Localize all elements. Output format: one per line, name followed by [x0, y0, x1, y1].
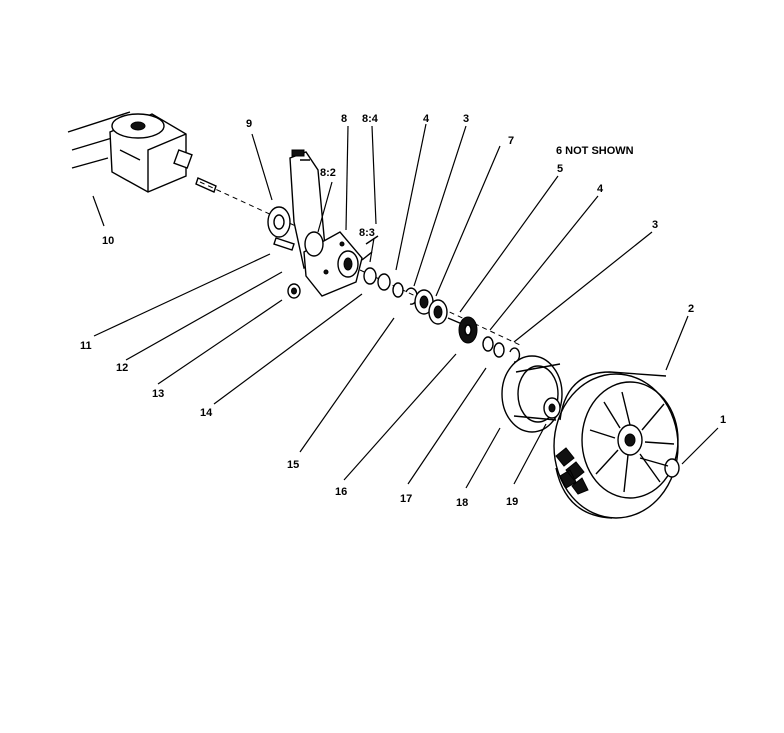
pinion-shaft: [447, 317, 463, 325]
wheel: [553, 371, 679, 519]
callout-16: 16: [335, 486, 347, 498]
callout-19: 19: [506, 496, 518, 508]
callout-10: 10: [102, 235, 114, 247]
callout-3a: 3: [463, 113, 469, 125]
washer-4b: [482, 336, 494, 352]
callout-12: 12: [116, 362, 128, 374]
axle-bolt: [639, 457, 680, 478]
callout-15: 15: [287, 459, 299, 471]
washer: [377, 273, 391, 291]
callout-8-2: 8:2: [320, 167, 336, 179]
callout-14: 14: [200, 407, 213, 419]
callout-18: 18: [456, 497, 468, 509]
callout-5: 5: [557, 163, 563, 175]
bearing-housing: [303, 231, 363, 297]
callout-8: 8: [341, 113, 347, 125]
callout-1: 1: [720, 414, 726, 426]
callout-3b: 3: [652, 219, 658, 231]
callouts: 1 2 3 3 4 4 5 7 8 8:2 8:3 8:4 9 10 11 12…: [80, 113, 726, 509]
shoulder-bolt: [273, 237, 295, 251]
gearbox-housing: [67, 111, 217, 193]
hex-nut: [287, 283, 301, 299]
flange-plate: [267, 206, 291, 238]
wheel-bushing: [543, 397, 561, 419]
leader-lines: [92, 123, 719, 489]
callout-7: 7: [508, 135, 514, 147]
callout-2: 2: [688, 303, 694, 315]
callout-4b: 4: [597, 183, 604, 195]
ball-bearing: [414, 289, 448, 325]
callout-11: 11: [80, 340, 92, 352]
callout-17: 17: [400, 493, 412, 505]
drive-gear: [458, 316, 478, 344]
callout-8-4: 8:4: [362, 113, 379, 125]
note-not-shown: 6 NOT SHOWN: [556, 145, 634, 157]
spacer: [363, 267, 377, 285]
callout-9: 9: [246, 118, 252, 130]
retaining-ring-3a: [405, 287, 418, 305]
pin-8-4: [365, 235, 379, 245]
callout-4a: 4: [423, 113, 430, 125]
gear-cover: [501, 355, 563, 433]
callout-8-3: 8:3: [359, 227, 375, 239]
pin-8-3: [361, 251, 373, 261]
callout-13: 13: [152, 388, 164, 400]
spacer-17: [493, 342, 505, 358]
washer-4a: [392, 282, 404, 298]
